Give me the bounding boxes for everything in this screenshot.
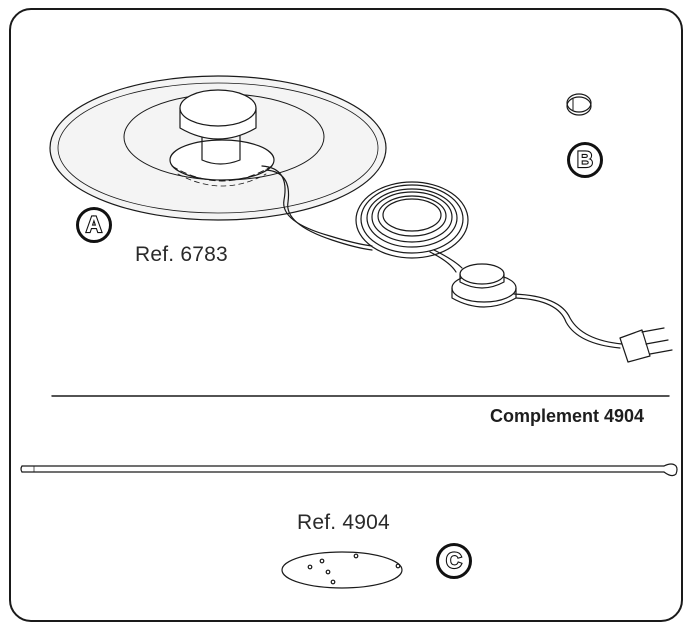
complement-label: Complement 4904 — [490, 406, 645, 426]
ref-label-a: Ref. 6783 — [135, 243, 228, 266]
rod-illustration — [20, 463, 678, 477]
base-disc-illustration — [49, 75, 387, 221]
badge-a: A — [76, 207, 112, 243]
badge-c: C — [436, 543, 472, 579]
badge-b: B — [567, 142, 603, 178]
clip-illustration — [566, 93, 592, 116]
diagram-frame — [9, 8, 683, 622]
power-cable-illustration — [261, 165, 673, 363]
ref-label-c: Ref. 4904 — [297, 511, 390, 534]
plate-illustration — [281, 551, 403, 589]
